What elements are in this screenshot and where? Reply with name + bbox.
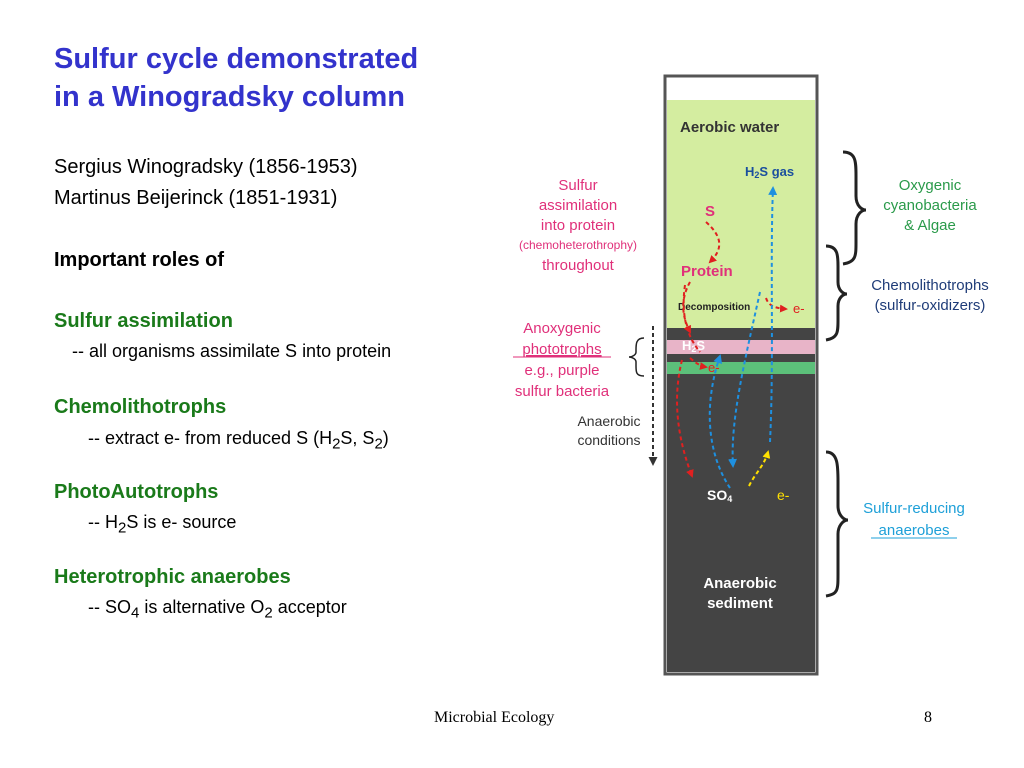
label-subscript: 2 [754, 170, 759, 180]
slide-title: Sulfur cycle demonstrated in a Winograds… [54, 40, 494, 116]
s-label: S [705, 203, 715, 220]
label-text: S [696, 338, 705, 353]
role-detail-photoautotrophs: -- H2S is e- source [88, 512, 236, 537]
role-heading-chemolithotrophs: Chemolithotrophs [54, 396, 227, 418]
label-subscript: 2 [691, 344, 696, 354]
detail-text: -- H [88, 512, 118, 532]
title-line-2: in a Winogradsky column [54, 81, 406, 113]
role-detail-sulfur-assimilation: -- all organisms assimilate S into prote… [72, 341, 392, 361]
arrow-blue-down-to-so4 [728, 291, 761, 468]
detail-text: S is e- source [126, 512, 237, 532]
sulfur-reducing-line-2: anaerobes [879, 522, 950, 539]
sulfur-assimilation-line-1: Sulfur [558, 177, 597, 194]
chemolithotrophs-line-1: Chemolithotrophs [871, 277, 989, 294]
sulfur-assimilation-line-4: (chemoheterothrophy) [519, 238, 637, 252]
brace-oxygenic [842, 150, 867, 266]
subscript: 2 [374, 435, 383, 453]
detail-text: is alternative O [139, 597, 265, 617]
arrow-h2s-gas-up [768, 186, 778, 443]
detail-text: ) [382, 428, 389, 448]
label-text: SO [707, 487, 727, 503]
role-detail-chemolithotrophs: -- extract e- from reduced S (H2S, S2) [88, 428, 389, 453]
oxygenic-line-1: Oxygenic [899, 177, 962, 194]
green-bacteria-band [667, 362, 815, 374]
aerobic-water-label: Aerobic water [680, 119, 779, 136]
label-subscript: 4 [727, 494, 732, 504]
label-text: S gas [759, 164, 794, 179]
sulfur-assimilation-line-2: assimilation [539, 197, 617, 214]
footer-page-number: 8 [924, 709, 932, 726]
scientist-names: Sergius Winogradsky (1856-1953) Martinus… [54, 152, 358, 214]
scientist-beijerinck: Martinus Beijerinck (1851-1931) [54, 187, 338, 209]
arrow-s-to-protein [705, 221, 721, 264]
detail-text: S, S [340, 428, 375, 448]
anoxygenic-line-4: sulfur bacteria [515, 383, 610, 400]
scientist-winogradsky: Sergius Winogradsky (1856-1953) [54, 156, 358, 178]
anaerobic-zone [667, 328, 815, 672]
detail-text: -- extract e- from reduced S (H [88, 428, 333, 448]
protein-label: Protein [681, 263, 733, 280]
sediment-label-line-2: sediment [707, 595, 773, 612]
detail-text: acceptor [272, 597, 347, 617]
roles-heading: Important roles of [54, 249, 225, 271]
anoxygenic-line-3: e.g., purple [524, 362, 599, 379]
subscript: 2 [118, 519, 127, 537]
anaerobic-conditions-line-1: Anaerobic [577, 413, 640, 429]
role-detail-heterotrophic-anaerobes: -- SO4 is alternative O2 acceptor [88, 597, 347, 622]
brace-chemolithotrophs [825, 244, 848, 342]
electron-band-label: e- [708, 360, 720, 375]
arrow-protein-branch [682, 284, 701, 353]
role-heading-heterotrophic-anaerobes: Heterotrophic anaerobes [54, 566, 291, 588]
so4-label: SO4 [707, 487, 732, 504]
chemolithotrophs-line-2: (sulfur-oxidizers) [875, 297, 986, 314]
aerobic-zone [667, 100, 815, 328]
electron-upper-label: e- [793, 301, 805, 316]
anaerobic-conditions-line-2: conditions [577, 432, 640, 448]
footer-course: Microbial Ecology [434, 709, 555, 726]
detail-text: -- SO [88, 597, 131, 617]
oxygenic-line-3: & Algae [904, 217, 956, 234]
electron-lower-label: e- [777, 487, 790, 503]
purple-bacteria-band [667, 340, 815, 354]
sulfur-assimilation-line-5: throughout [542, 257, 615, 274]
anoxygenic-line-1: Anoxygenic [523, 320, 601, 337]
anoxygenic-line-2: phototrophs [522, 341, 601, 358]
subscript: 4 [131, 604, 140, 622]
brace-anoxygenic [628, 337, 645, 377]
role-heading-photoautotrophs: PhotoAutotrophs [54, 481, 219, 503]
arrow-yellow-electron [748, 450, 771, 487]
subscript: 2 [264, 604, 273, 622]
role-heading-sulfur-assimilation: Sulfur assimilation [54, 310, 233, 332]
sulfur-reducing-line-1: Sulfur-reducing [863, 500, 965, 517]
title-line-1: Sulfur cycle demonstrated [54, 43, 419, 75]
label-text: H [682, 338, 691, 353]
h2s-band-label: H2S [682, 338, 705, 354]
arrow-photo-electron [689, 357, 708, 370]
sulfur-assimilation-line-3: into protein [541, 217, 615, 234]
arrow-down-to-so4 [676, 359, 694, 478]
sediment-label-line-1: Anaerobic [703, 575, 776, 592]
arrow-so4-to-h2s [708, 354, 731, 489]
label-text: H [745, 164, 754, 179]
subscript: 2 [332, 435, 341, 453]
decomposition-label: Decomposition [678, 302, 750, 313]
oxygenic-line-2: cyanobacteria [883, 197, 977, 214]
brace-sulfur-reducing [825, 450, 849, 598]
h2s-gas-label: H2S gas [745, 164, 794, 180]
